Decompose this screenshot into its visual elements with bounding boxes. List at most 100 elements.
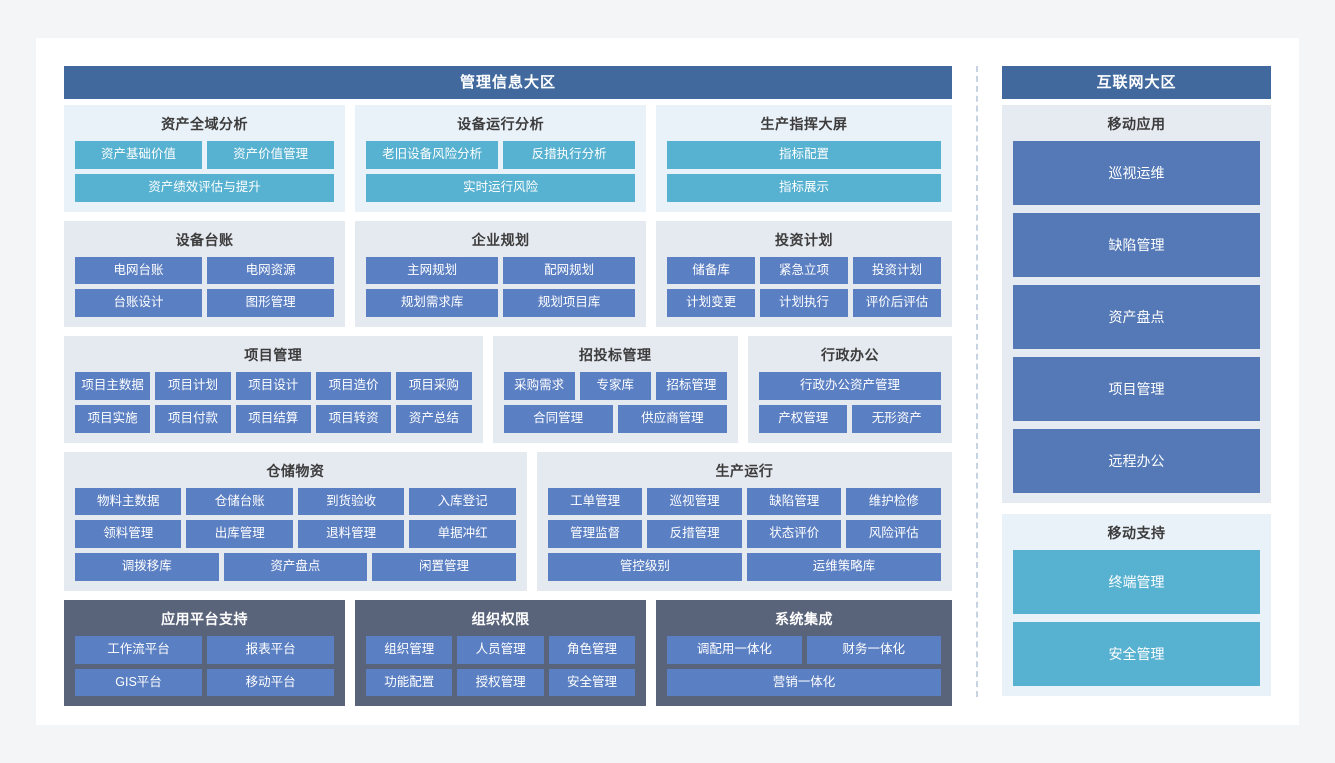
panel-row: 资产全域分析资产基础价值资产价值管理资产绩效评估与提升设备运行分析老旧设备风险分…: [64, 105, 952, 212]
item-button[interactable]: 资产绩效评估与提升: [75, 173, 335, 202]
item-button[interactable]: 计划变更: [667, 289, 756, 317]
item-row: 资产基础价值资产价值管理: [75, 141, 335, 169]
panel-title: 仓储物资: [266, 462, 325, 479]
item-button[interactable]: 项目计划: [155, 372, 231, 400]
panel-title: 应用平台支持: [161, 610, 249, 627]
item-button[interactable]: 项目采购: [396, 372, 472, 400]
tile-button[interactable]: 项目管理: [1013, 357, 1260, 421]
item-button[interactable]: 老旧设备风险分析: [366, 141, 499, 169]
panel-items: 资产基础价值资产价值管理资产绩效评估与提升: [75, 141, 335, 202]
item-button[interactable]: 反措执行分析: [503, 141, 636, 169]
item-button[interactable]: 调配用一体化: [667, 635, 802, 664]
item-button[interactable]: 无形资产: [852, 404, 942, 433]
item-button[interactable]: 电网资源: [207, 256, 335, 285]
item-button[interactable]: 资产价值管理: [207, 141, 335, 169]
item-button[interactable]: 工单管理: [547, 487, 643, 516]
item-button[interactable]: 巡视管理: [647, 487, 742, 516]
item-button[interactable]: 台账设计: [75, 289, 203, 317]
item-button[interactable]: 物料主数据: [75, 487, 182, 516]
item-row: 项目实施项目付款项目结算项目转资资产总结: [75, 404, 472, 433]
item-row: 调拨移库资产盘点闲置管理: [75, 553, 516, 581]
item-button[interactable]: 行政办公资产管理: [758, 372, 941, 400]
tile-button[interactable]: 安全管理: [1013, 622, 1260, 686]
item-button[interactable]: 储备库: [667, 256, 756, 285]
panel-title: 投资计划: [775, 231, 834, 248]
item-button[interactable]: 风险评估: [846, 520, 942, 548]
item-button[interactable]: 授权管理: [457, 668, 544, 697]
item-button[interactable]: 实时运行风险: [366, 173, 636, 202]
item-button[interactable]: 规划需求库: [366, 289, 499, 317]
item-button[interactable]: 运维策略库: [746, 553, 942, 581]
item-button[interactable]: 安全管理: [548, 668, 636, 697]
item-button[interactable]: 计划执行: [760, 289, 849, 317]
item-button[interactable]: 项目转资: [315, 404, 392, 433]
panel-items: 储备库紧急立项投资计划计划变更计划执行评价后评估: [667, 256, 941, 317]
tile-button[interactable]: 巡视运维: [1013, 141, 1260, 205]
item-button[interactable]: 功能配置: [366, 668, 453, 697]
item-button[interactable]: 项目设计: [235, 372, 311, 400]
item-button[interactable]: 到货验收: [297, 487, 405, 516]
item-button[interactable]: 指标配置: [667, 141, 941, 169]
item-button[interactable]: 报表平台: [207, 635, 335, 664]
item-button[interactable]: 项目付款: [155, 404, 231, 433]
item-button[interactable]: 资产总结: [396, 404, 472, 433]
item-button[interactable]: 管控级别: [547, 553, 742, 581]
item-button[interactable]: 评价后评估: [853, 289, 941, 317]
item-button[interactable]: 反措管理: [647, 520, 742, 548]
internet-zone: 互联网大区 移动应用巡视运维缺陷管理资产盘点项目管理远程办公移动支持终端管理安全…: [1002, 38, 1299, 725]
item-button[interactable]: 入库登记: [409, 487, 516, 516]
item-button[interactable]: 维护检修: [846, 487, 942, 516]
tile-button[interactable]: 缺陷管理: [1013, 213, 1260, 277]
item-button[interactable]: 主网规划: [366, 256, 499, 285]
item-button[interactable]: 调拨移库: [75, 553, 219, 581]
panel-items: 主网规划配网规划规划需求库规划项目库: [366, 256, 636, 317]
item-button[interactable]: 产权管理: [758, 404, 848, 433]
item-button[interactable]: 紧急立项: [760, 256, 849, 285]
item-row: 行政办公资产管理: [758, 372, 941, 400]
item-button[interactable]: 退料管理: [297, 520, 405, 548]
item-button[interactable]: 资产基础价值: [75, 141, 203, 169]
item-button[interactable]: 闲置管理: [372, 553, 516, 581]
item-button[interactable]: 营销一体化: [667, 668, 941, 697]
tile-button[interactable]: 远程办公: [1013, 429, 1260, 493]
item-button[interactable]: 专家库: [579, 372, 651, 400]
item-button[interactable]: 采购需求: [503, 372, 575, 400]
item-button[interactable]: 投资计划: [853, 256, 941, 285]
item-button[interactable]: 招标管理: [655, 372, 727, 400]
item-button[interactable]: 缺陷管理: [746, 487, 842, 516]
panel-items: 指标配置指标展示: [667, 141, 941, 202]
item-button[interactable]: 项目结算: [235, 404, 311, 433]
item-button[interactable]: 项目造价: [315, 372, 392, 400]
item-button[interactable]: 仓储台账: [186, 487, 293, 516]
item-button[interactable]: 规划项目库: [503, 289, 636, 317]
item-button[interactable]: 角色管理: [548, 635, 636, 664]
item-button[interactable]: 配网规划: [503, 256, 636, 285]
item-row: 物料主数据仓储台账到货验收入库登记: [75, 487, 516, 516]
item-button[interactable]: 资产盘点: [223, 553, 368, 581]
item-button[interactable]: 领料管理: [75, 520, 182, 548]
item-button[interactable]: 财务一体化: [806, 635, 941, 664]
item-button[interactable]: 组织管理: [366, 635, 453, 664]
item-button[interactable]: 移动平台: [207, 668, 335, 697]
item-row: 调配用一体化财务一体化: [667, 635, 941, 664]
panel-enterprise-planning: 企业规划主网规划配网规划规划需求库规划项目库: [355, 220, 647, 327]
item-button[interactable]: 项目主数据: [75, 372, 151, 400]
panel-title: 设备台账: [175, 231, 234, 248]
tile-button[interactable]: 资产盘点: [1013, 285, 1260, 349]
item-button[interactable]: 人员管理: [457, 635, 544, 664]
item-button[interactable]: 状态评价: [746, 520, 842, 548]
item-button[interactable]: 单据冲红: [409, 520, 516, 548]
item-button[interactable]: 项目实施: [75, 404, 151, 433]
item-button[interactable]: GIS平台: [75, 668, 203, 697]
item-button[interactable]: 合同管理: [503, 404, 613, 433]
item-button[interactable]: 电网台账: [75, 256, 203, 285]
item-button[interactable]: 图形管理: [207, 289, 335, 317]
item-button[interactable]: 管理监督: [547, 520, 643, 548]
tile-button[interactable]: 终端管理: [1013, 550, 1260, 614]
item-button[interactable]: 指标展示: [667, 173, 941, 202]
item-row: 采购需求专家库招标管理: [503, 372, 727, 400]
item-button[interactable]: 出库管理: [186, 520, 293, 548]
item-button[interactable]: 工作流平台: [75, 635, 203, 664]
item-button[interactable]: 供应商管理: [617, 404, 727, 433]
